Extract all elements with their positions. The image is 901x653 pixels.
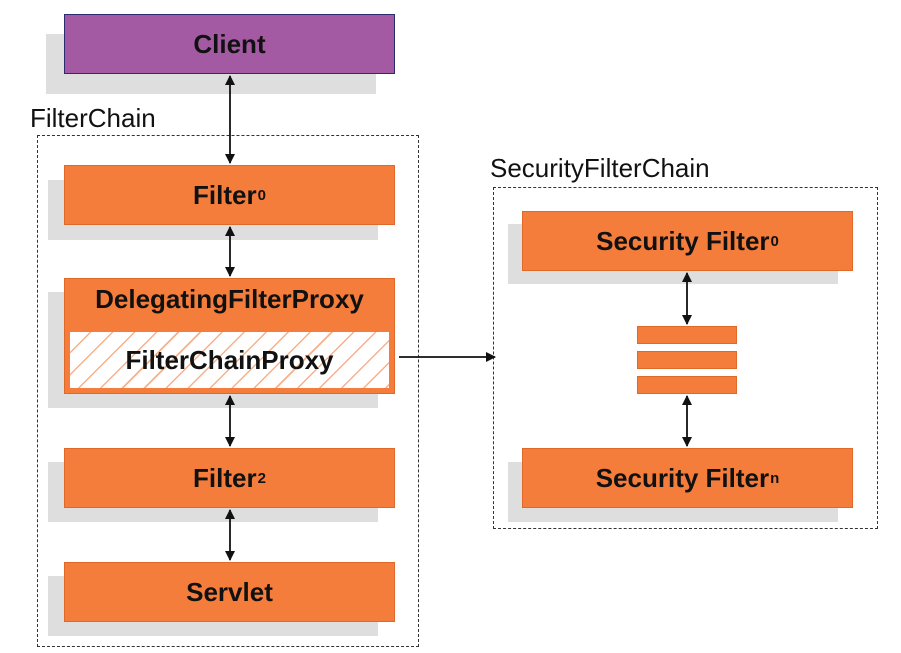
filter2-label: Filter <box>193 462 257 493</box>
security-filtern-label: Security Filter <box>595 462 770 493</box>
security-filtern-subscript: n <box>770 469 780 487</box>
delegating-filter-proxy-label: DelegatingFilterProxy <box>95 284 364 314</box>
security-filter0-label: Security Filter <box>596 225 770 256</box>
filter0-subscript: 0 <box>257 186 266 204</box>
security-filter-chain-title: SecurityFilterChain <box>490 153 710 183</box>
filter-stack-bar-1 <box>637 326 737 344</box>
client-box: Client <box>64 14 395 74</box>
security-filter0-subscript: 0 <box>770 232 779 250</box>
filter-stack-bar-3 <box>637 376 737 394</box>
servlet-box: Servlet <box>64 562 395 622</box>
client-label: Client <box>193 28 266 59</box>
filter-chain-proxy-box: FilterChainProxy <box>68 330 391 390</box>
filter0-label: Filter <box>193 179 257 210</box>
delegating-filter-proxy-box: DelegatingFilterProxy FilterChainProxy <box>64 278 395 394</box>
filter-chain-proxy-label: FilterChainProxy <box>125 344 334 375</box>
filter-chain-title: FilterChain <box>30 103 156 133</box>
filter-stack-bar-2 <box>637 351 737 369</box>
filter2-subscript: 2 <box>257 469 266 487</box>
servlet-label: Servlet <box>186 576 273 607</box>
